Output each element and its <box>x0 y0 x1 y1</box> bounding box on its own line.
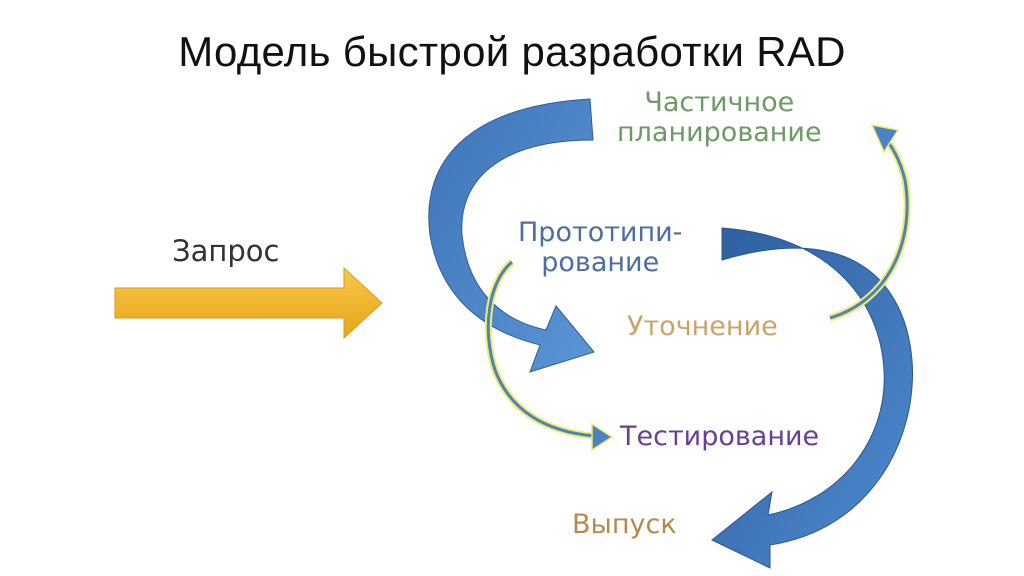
thin-arrow-refinement-to-planning-stroke <box>829 137 909 320</box>
thin-arrow-prototyping-to-testing-head <box>591 422 614 452</box>
label-prototyping-line2: рование <box>541 247 660 278</box>
thin-arrow-refinement-to-planning-head <box>870 123 900 154</box>
thin-arrow-prototyping-to-testing-stroke <box>486 260 596 438</box>
blue-arrow-planning-to-refinement <box>428 98 595 373</box>
label-planning-line1: Частичное <box>644 87 795 118</box>
label-prototyping-line1: Прототипи- <box>518 217 683 248</box>
label-planning: Частичное планирование <box>617 88 822 148</box>
request-arrow <box>114 266 383 340</box>
label-refinement: Уточнение <box>627 311 778 342</box>
label-planning-line2: планирование <box>617 117 822 148</box>
label-testing: Тестирование <box>620 421 820 452</box>
label-prototyping: Прототипи- рование <box>518 218 682 278</box>
label-release: Выпуск <box>572 509 677 540</box>
page-title: Модель быстрой разработки RAD <box>178 28 846 75</box>
label-request: Запрос <box>172 234 280 268</box>
